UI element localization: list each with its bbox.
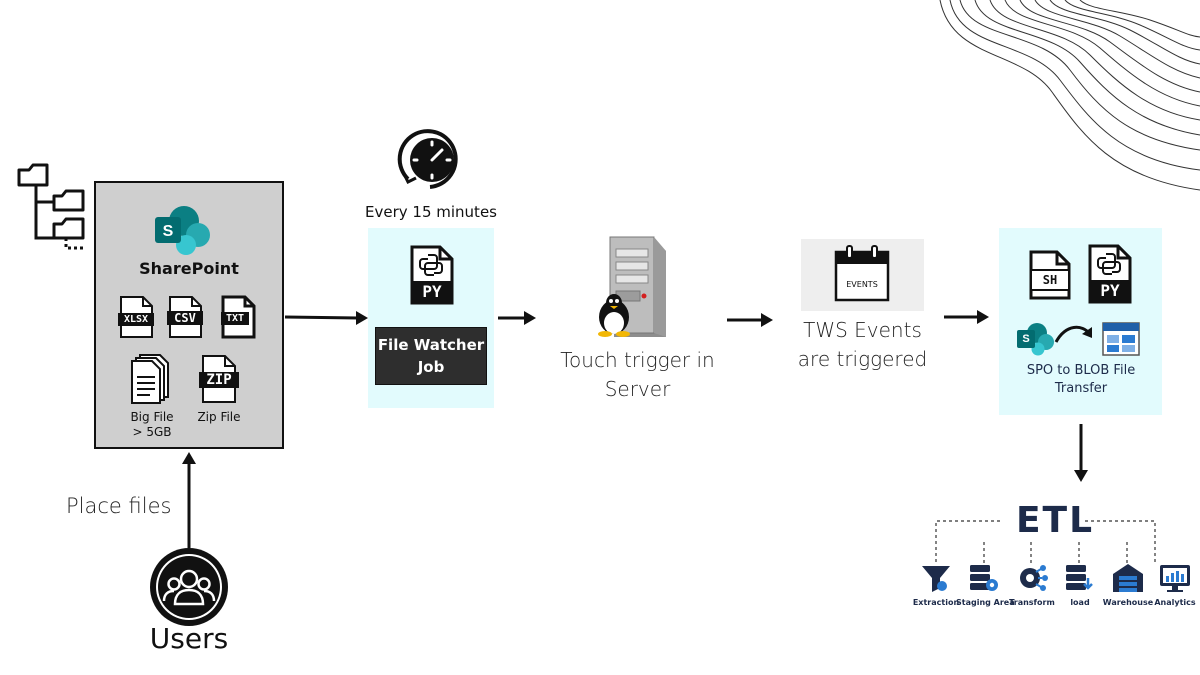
etl-step-staging-area: Staging Area xyxy=(956,598,1015,607)
python-file-icon: PY xyxy=(408,245,454,305)
users-group-icon xyxy=(150,548,228,626)
events-calendar-icon xyxy=(834,245,890,302)
svg-text:S: S xyxy=(163,223,174,240)
contour-lines-decoration xyxy=(939,0,1200,191)
xlsx-file-icon: XLSX xyxy=(118,295,154,339)
blob-storage-icon xyxy=(1102,322,1140,356)
py-tag: PY xyxy=(422,282,442,301)
sh-tag: SH xyxy=(1042,273,1058,287)
shell-script-icon: SH xyxy=(1027,250,1073,300)
folder-tree-icon xyxy=(17,163,86,250)
etl-connector-lines xyxy=(935,520,1156,563)
etl-step-load: load xyxy=(1070,598,1090,607)
sharepoint-logo-icon: S xyxy=(155,206,210,255)
xlsx-tag: XLSX xyxy=(123,314,149,325)
events-calendar-text: EVENTS xyxy=(846,280,878,289)
transfer-panel xyxy=(999,228,1162,415)
zip-file-label: Zip File xyxy=(197,410,241,424)
transfer-label: SPO to BLOB File Transfer xyxy=(1026,363,1136,396)
tws-events-label: TWS Events are triggered xyxy=(797,318,928,371)
sharepoint-small-letter: S xyxy=(1022,333,1030,345)
etl-step-warehouse: Warehouse xyxy=(1102,598,1154,607)
schedule-label: Every 15 minutes xyxy=(365,203,497,221)
sharepoint-title: SharePoint xyxy=(139,259,239,278)
load-database-icon xyxy=(1066,565,1093,590)
python-file-icon-2: PY xyxy=(1086,244,1132,304)
arrow-sharepoint-to-watcher xyxy=(284,315,359,320)
file-watcher-job-box: File Watcher Job xyxy=(375,327,487,385)
warehouse-icon xyxy=(1113,564,1143,592)
txt-tag: TXT xyxy=(225,313,245,324)
big-file-label: Big File > 5GB xyxy=(130,410,174,439)
etl-step-analytics: Analytics xyxy=(1154,598,1196,607)
csv-file-icon: CSV xyxy=(167,295,203,339)
zip-tag: ZIP xyxy=(206,372,232,388)
staging-area-icon xyxy=(970,565,998,591)
extraction-funnel-icon xyxy=(922,566,950,592)
etl-step-transform: Transform xyxy=(1009,598,1055,607)
users-label: Users xyxy=(149,622,229,655)
etl-step-extraction: Extraction xyxy=(912,598,960,607)
place-files-label: Place files xyxy=(66,494,172,518)
csv-tag: CSV xyxy=(174,311,196,325)
server-label: Touch trigger in Server xyxy=(560,348,715,401)
py-tag-2: PY xyxy=(1100,281,1120,300)
linux-server-icon xyxy=(598,236,666,337)
clock-timer-icon xyxy=(397,129,458,189)
sharepoint-small-icon: S xyxy=(1015,322,1055,356)
txt-file-icon: TXT xyxy=(220,295,256,339)
curved-arrow-icon xyxy=(1054,325,1092,343)
big-file-stack-icon xyxy=(131,354,169,404)
etl-title: ETL xyxy=(1015,500,1095,541)
analytics-monitor-icon xyxy=(1160,565,1190,592)
transform-gear-icon xyxy=(1020,565,1048,591)
zip-file-icon: ZIP xyxy=(197,354,241,404)
